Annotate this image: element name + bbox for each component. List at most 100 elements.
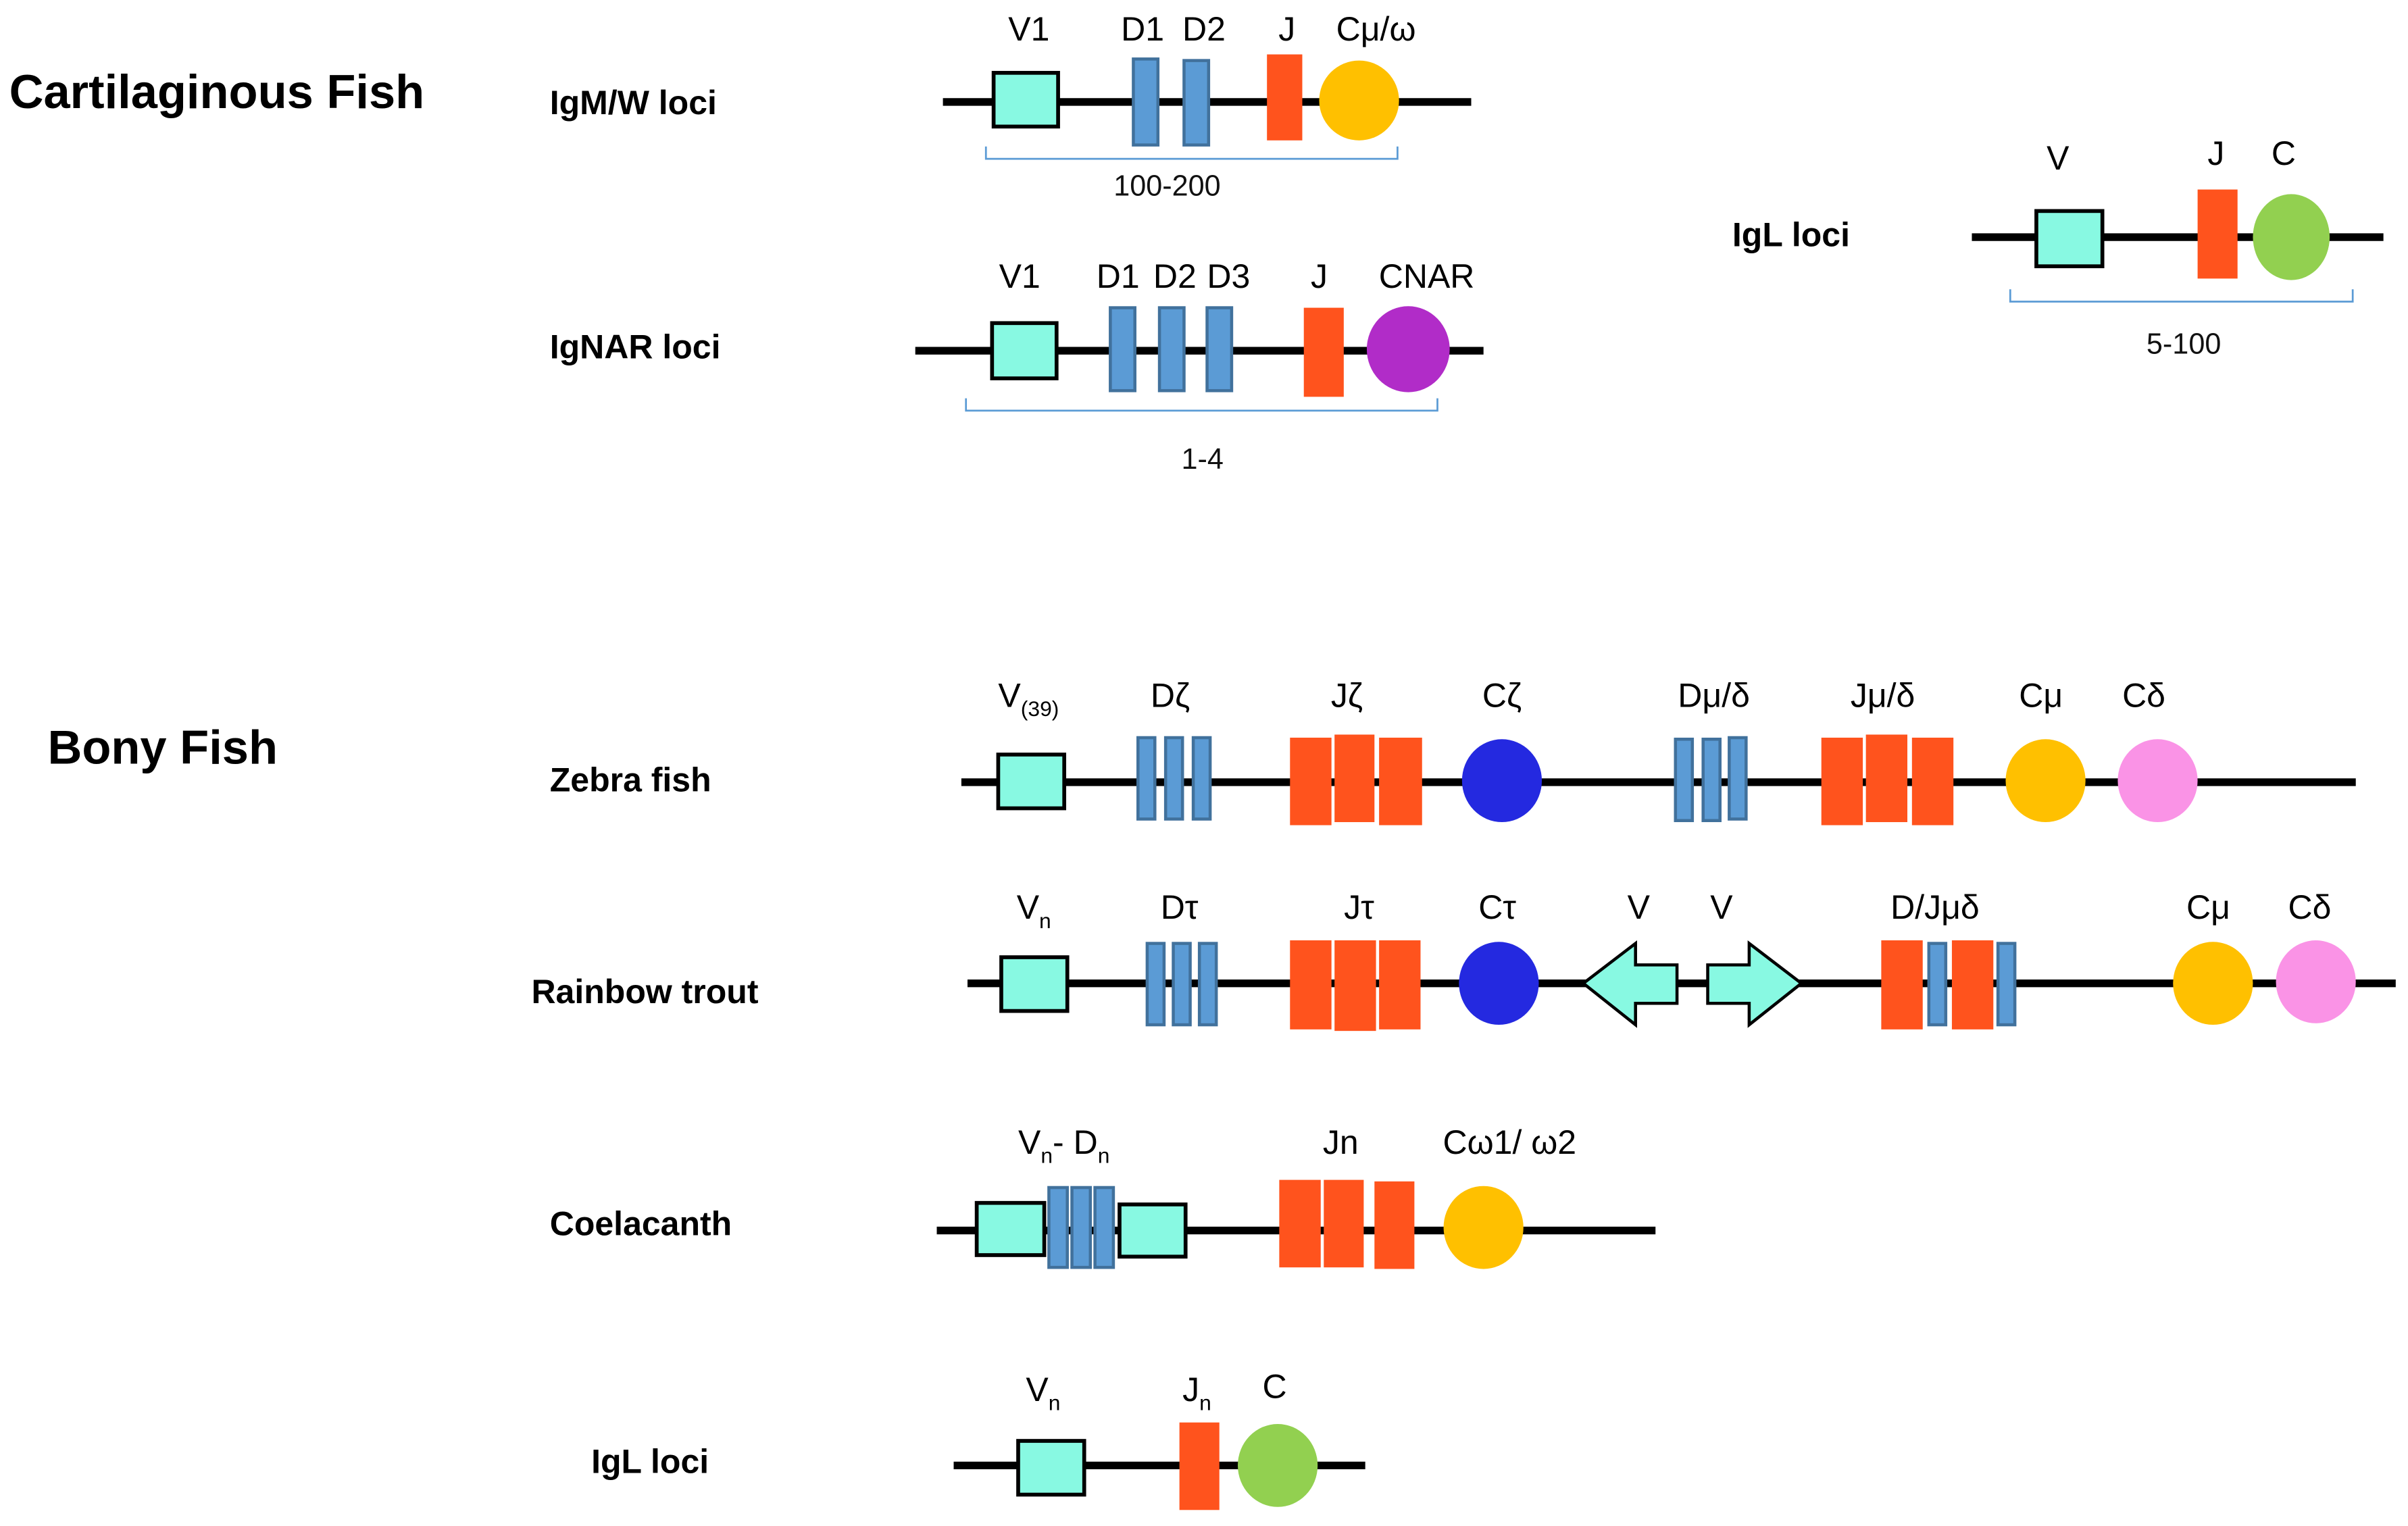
d-segment	[1191, 736, 1212, 821]
d-segment	[1197, 942, 1218, 1027]
j-segment	[1334, 940, 1376, 1032]
segment-label: Dμ/δ	[1678, 677, 1750, 715]
segment-label: Dζ	[1151, 677, 1190, 715]
segment-label: D/Jμδ	[1890, 888, 1980, 926]
v-segment	[999, 955, 1070, 1013]
j-segment	[1267, 54, 1303, 141]
c-segment	[2117, 739, 2198, 823]
j-segment	[1911, 737, 1954, 825]
locus-name: IgL loci	[591, 1443, 709, 1481]
segment-label: J	[2207, 134, 2224, 172]
v-segment-forward-arrow	[1706, 940, 1804, 1028]
segment-label: Jμ/δ	[1851, 677, 1915, 715]
c-segment	[1319, 60, 1399, 141]
segment-label: D1	[1121, 10, 1164, 48]
segment-label: Jn	[1182, 1371, 1211, 1415]
segment-label: D3	[1207, 257, 1250, 295]
segment-label: Jτ	[1344, 888, 1374, 926]
d-segment	[1996, 942, 2017, 1027]
j-segment	[1374, 1181, 1415, 1269]
j-segment	[1334, 734, 1375, 823]
j-segment	[2197, 189, 2238, 279]
segment-label: J	[1311, 257, 1328, 295]
locus-name: Coelacanth	[550, 1204, 732, 1242]
d-segment	[1674, 737, 1695, 823]
locus-igm-w: IgM/W loci V1 D1 D2 J Cμ/ω 100-200	[550, 10, 1472, 203]
segment-label: Vn	[1026, 1371, 1060, 1415]
locus-ignar: IgNAR loci V1 D1 D2 D3 J CNAR 1-4	[550, 257, 1484, 476]
segment-label: Cμ/ω	[1336, 10, 1416, 48]
j-segment	[1290, 940, 1332, 1029]
locus-name: IgM/W loci	[550, 84, 717, 122]
d-segment	[1136, 736, 1157, 821]
c-segment	[2173, 942, 2253, 1025]
locus-name: Zebra fish	[550, 761, 711, 799]
bracket	[965, 398, 1438, 412]
d-segment	[1182, 59, 1211, 147]
v-segment	[996, 753, 1067, 811]
segment-label: Cμ	[2186, 888, 2230, 926]
segment-label: Cδ	[2122, 677, 2165, 715]
j-segment	[1865, 734, 1908, 823]
j-segment	[1290, 737, 1332, 825]
c-segment	[2005, 739, 2086, 823]
c-segment	[1443, 1186, 1524, 1269]
c-segment	[1461, 739, 1542, 823]
bracket	[2009, 289, 2354, 303]
bracket	[984, 146, 1399, 160]
d-segment	[1109, 306, 1136, 392]
v-segment	[1016, 1439, 1086, 1497]
j-segment	[1303, 307, 1344, 397]
c-segment	[1238, 1424, 1318, 1507]
v-segment	[2034, 209, 2105, 269]
segment-label: D2	[1182, 10, 1226, 48]
segment-label: Cμ	[2019, 677, 2063, 715]
segment-label: V	[1628, 888, 1651, 926]
segment-label: J	[1278, 10, 1295, 48]
locus-name: Rainbow trout	[531, 973, 758, 1011]
locus-igl-cartilaginous: IgL loci V J C 5-100	[1732, 134, 2384, 361]
segment-label: C	[1263, 1367, 1287, 1405]
v-segment	[991, 70, 1060, 129]
segment-label: V(39)	[998, 677, 1059, 721]
segment-label: Cδ	[2288, 888, 2332, 926]
j-segment	[1279, 1179, 1321, 1268]
group-title-cartilaginous: Cartilaginous Fish	[9, 65, 425, 118]
d-segment	[1093, 1186, 1115, 1269]
bracket-label: 5-100	[2147, 328, 2221, 361]
c-segment	[2276, 940, 2356, 1023]
bracket-label: 100-200	[1113, 170, 1220, 203]
j-segment	[1379, 737, 1422, 825]
c-segment	[2253, 194, 2330, 280]
j-segment	[1951, 940, 1994, 1029]
segment-label: D2	[1153, 257, 1197, 295]
d-segment	[1132, 57, 1160, 147]
d-segment	[1163, 736, 1184, 821]
d-segment	[1927, 942, 1948, 1027]
j-segment	[1881, 940, 1923, 1029]
segment-label: V	[1710, 888, 1733, 926]
segment-label: Cτ	[1478, 888, 1516, 926]
segment-label: Dτ	[1161, 888, 1199, 926]
v-segment	[990, 321, 1059, 380]
bracket-label: 1-4	[1182, 443, 1224, 476]
locus-coelacanth: Coelacanth Vn- Dn Jn Cω1/ ω2	[550, 1123, 1656, 1269]
segment-label: Jn	[1323, 1123, 1359, 1161]
d-segment	[1047, 1186, 1069, 1269]
segment-label: Jζ	[1331, 677, 1363, 715]
segment-label: V1	[1008, 10, 1049, 48]
segment-label: CNAR	[1379, 257, 1475, 295]
locus-name: IgL loci	[1732, 216, 1850, 254]
c-segment	[1366, 306, 1450, 392]
d-segment	[1145, 942, 1166, 1027]
segment-label: Vn	[1017, 888, 1051, 933]
locus-name: IgNAR loci	[550, 328, 721, 366]
d-segment	[1701, 737, 1722, 823]
d-segment	[1172, 942, 1192, 1027]
segment-label: Cζ	[1482, 677, 1522, 715]
j-segment	[1324, 1179, 1364, 1268]
v-segment	[974, 1200, 1047, 1257]
j-segment	[1821, 737, 1863, 825]
segment-label: V	[2047, 139, 2070, 177]
d-segment	[1728, 736, 1748, 821]
